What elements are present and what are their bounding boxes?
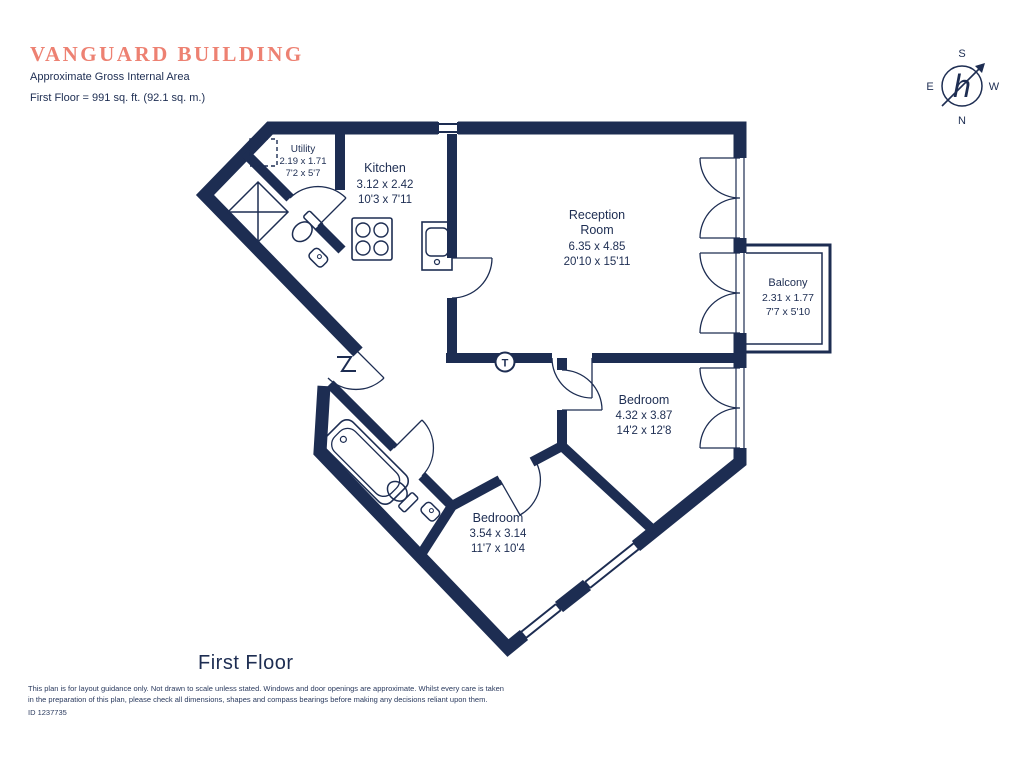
sink2-icon bbox=[420, 501, 441, 522]
page-title: VANGUARD BUILDING bbox=[30, 42, 304, 66]
room-label-balcony: Balcony 2.31 x 1.77 7'7 x 5'10 bbox=[762, 277, 814, 318]
room-label-reception: Reception Room 6.35 x 4.85 20'10 x 15'11 bbox=[564, 208, 631, 268]
compass-circle bbox=[941, 65, 983, 107]
hob-icon bbox=[351, 217, 393, 261]
bedroom2-metric: 3.54 x 3.14 bbox=[470, 528, 528, 540]
subtitle: Approximate Gross Internal Area bbox=[30, 71, 190, 83]
windows bbox=[437, 122, 640, 639]
toilet2-icon bbox=[386, 480, 419, 513]
appliance-dashed-icon bbox=[249, 138, 278, 167]
bedroom2-imperial: 11'7 x 10'4 bbox=[471, 543, 526, 555]
balcony-railing bbox=[746, 252, 823, 345]
kitchen-name: Kitchen bbox=[364, 161, 406, 175]
disclaimer-line2: in the preparation of this plan, please … bbox=[28, 694, 488, 704]
entry-zigzag-icon bbox=[337, 356, 356, 372]
reception-name2: Room bbox=[580, 223, 613, 237]
kitchen-sink-icon bbox=[421, 221, 453, 271]
compass-w: W bbox=[989, 81, 1000, 93]
balcony-imperial: 7'7 x 5'10 bbox=[766, 306, 810, 318]
glazing-lines bbox=[735, 158, 745, 448]
thermostat-letter: T bbox=[502, 358, 509, 370]
utility-name: Utility bbox=[291, 144, 315, 155]
balcony-metric: 2.31 x 1.77 bbox=[762, 292, 814, 304]
compass-e: E bbox=[926, 81, 933, 93]
utility-metric: 2.19 x 1.71 bbox=[279, 156, 326, 167]
compass-arrowhead bbox=[975, 63, 985, 73]
balcony-name: Balcony bbox=[768, 277, 808, 289]
kitchen-metric: 3.12 x 2.42 bbox=[357, 179, 414, 191]
balcony-walls bbox=[746, 243, 832, 354]
shower-icon bbox=[226, 180, 290, 244]
disclaimer-line1: This plan is for layout guidance only. N… bbox=[28, 684, 504, 693]
floor-label: First Floor bbox=[198, 652, 294, 674]
room-label-bedroom2: Bedroom 3.54 x 3.14 11'7 x 10'4 bbox=[470, 511, 528, 555]
toilet-icon bbox=[291, 210, 324, 243]
bedroom2-name: Bedroom bbox=[473, 511, 524, 525]
exterior-walls bbox=[195, 121, 747, 657]
area-line: First Floor = 991 sq. ft. (92.1 sq. m.) bbox=[30, 92, 206, 104]
sink-icon bbox=[308, 247, 329, 268]
kitchen-imperial: 10'3 x 7'11 bbox=[358, 194, 412, 206]
room-label-kitchen: Kitchen 3.12 x 2.42 10'3 x 7'11 bbox=[357, 161, 414, 206]
door-arcs bbox=[289, 157, 741, 516]
reception-imperial: 20'10 x 15'11 bbox=[564, 256, 631, 268]
compass: h S E W N bbox=[926, 48, 999, 127]
compass-n: N bbox=[958, 115, 966, 127]
room-label-bedroom1: Bedroom 4.32 x 3.87 14'2 x 12'8 bbox=[616, 393, 673, 437]
interior-walls bbox=[241, 134, 746, 559]
plan-id: ID 1237735 bbox=[28, 708, 67, 717]
reception-metric: 6.35 x 4.85 bbox=[569, 241, 626, 253]
utility-imperial: 7'2 x 5'7 bbox=[286, 168, 321, 179]
bedroom1-name: Bedroom bbox=[619, 393, 670, 407]
compass-s: S bbox=[958, 48, 965, 60]
room-label-utility: Utility 2.19 x 1.71 7'2 x 5'7 bbox=[279, 144, 326, 179]
compass-needle bbox=[941, 65, 983, 107]
thermostat-symbol: T bbox=[494, 351, 516, 373]
bathtub-icon bbox=[322, 418, 410, 506]
bedroom1-imperial: 14'2 x 12'8 bbox=[617, 425, 672, 437]
disclaimer: This plan is for layout guidance only. N… bbox=[28, 684, 504, 706]
reception-name1: Reception bbox=[569, 208, 625, 222]
bedroom1-metric: 4.32 x 3.87 bbox=[616, 410, 673, 422]
